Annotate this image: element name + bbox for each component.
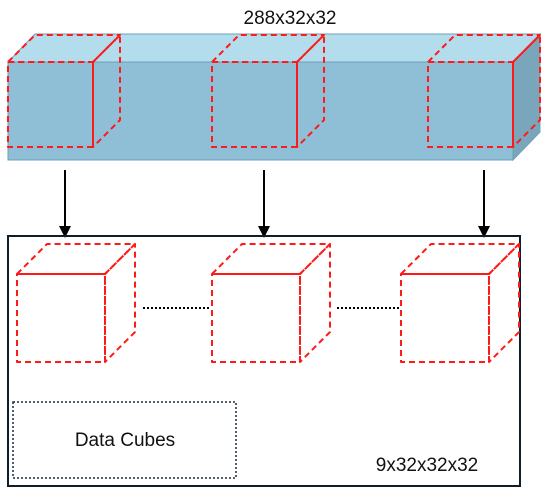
output-cube-1-top-face	[16, 243, 136, 275]
output-cube-2-front-face	[211, 273, 301, 363]
volume-front-face	[7, 61, 514, 161]
volume-cube-2-side-face	[296, 34, 325, 148]
volume-cube-2-top-face	[211, 34, 325, 63]
arrow-3	[478, 170, 490, 238]
volume-top-face	[6, 33, 542, 63]
output-cube-3-top-face	[400, 243, 520, 275]
output-cube-3-side-face	[488, 243, 520, 363]
legend-label: Data Cubes	[75, 430, 175, 451]
output-dims-label: 9x32x32x32	[376, 455, 478, 476]
volume-cube-1-top-face	[7, 34, 121, 63]
output-cube-2	[211, 243, 331, 363]
arrow-1	[59, 170, 71, 238]
output-cube-1	[16, 243, 136, 363]
volume-label: 288x32x32	[244, 8, 337, 29]
output-cube-2-side-face	[299, 243, 331, 363]
volume-cube-3	[427, 34, 541, 148]
volume-block	[6, 32, 542, 162]
output-cube-1-side-face	[104, 243, 136, 363]
volume-cube-2	[211, 34, 325, 148]
volume-cube-1	[7, 34, 121, 148]
output-cube-3	[400, 243, 520, 363]
output-cube-3-front-face	[400, 273, 490, 363]
output-cube-1-front-face	[16, 273, 106, 363]
output-box	[7, 235, 521, 487]
arrow-2	[258, 170, 270, 238]
volume-cube-3-top-face	[427, 34, 541, 63]
legend-box	[12, 401, 237, 479]
volume-cube-3-side-face	[512, 34, 541, 148]
output-cube-2-top-face	[211, 243, 331, 275]
volume-cube-1-side-face	[92, 34, 121, 148]
